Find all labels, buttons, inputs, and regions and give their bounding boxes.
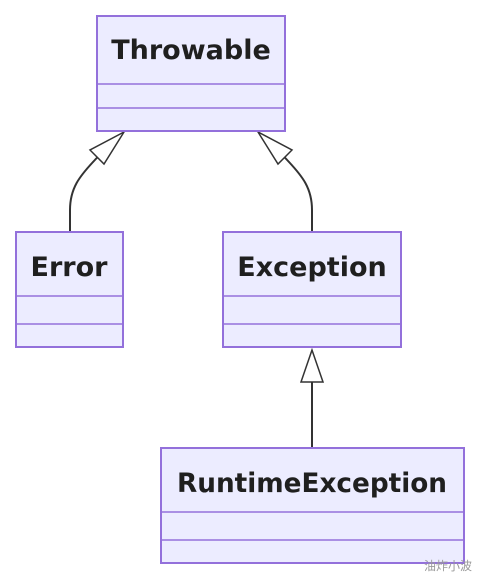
watermark-text: 油炸小波 <box>423 559 472 573</box>
arrowheads <box>88 130 325 383</box>
class-box-throwable[interactable]: Throwable <box>96 15 286 132</box>
class-name-throwable: Throwable <box>111 35 271 66</box>
class-box-error[interactable]: Error <box>15 231 124 348</box>
class-name-runtimeexception: RuntimeException <box>177 468 447 499</box>
class-box-runtimeexception[interactable]: RuntimeException <box>160 447 465 564</box>
class-box-exception[interactable]: Exception <box>222 231 402 348</box>
inheritance-arrowhead-icon <box>299 347 325 383</box>
inheritance-arrowhead-icon <box>88 130 127 166</box>
edge-exception-to-throwable <box>275 147 313 232</box>
class-name-error: Error <box>31 252 109 283</box>
class-name-exception: Exception <box>237 252 386 283</box>
inheritance-edges <box>69 147 313 448</box>
edge-error-to-throwable <box>69 147 107 232</box>
inheritance-arrowhead-icon <box>255 130 294 166</box>
